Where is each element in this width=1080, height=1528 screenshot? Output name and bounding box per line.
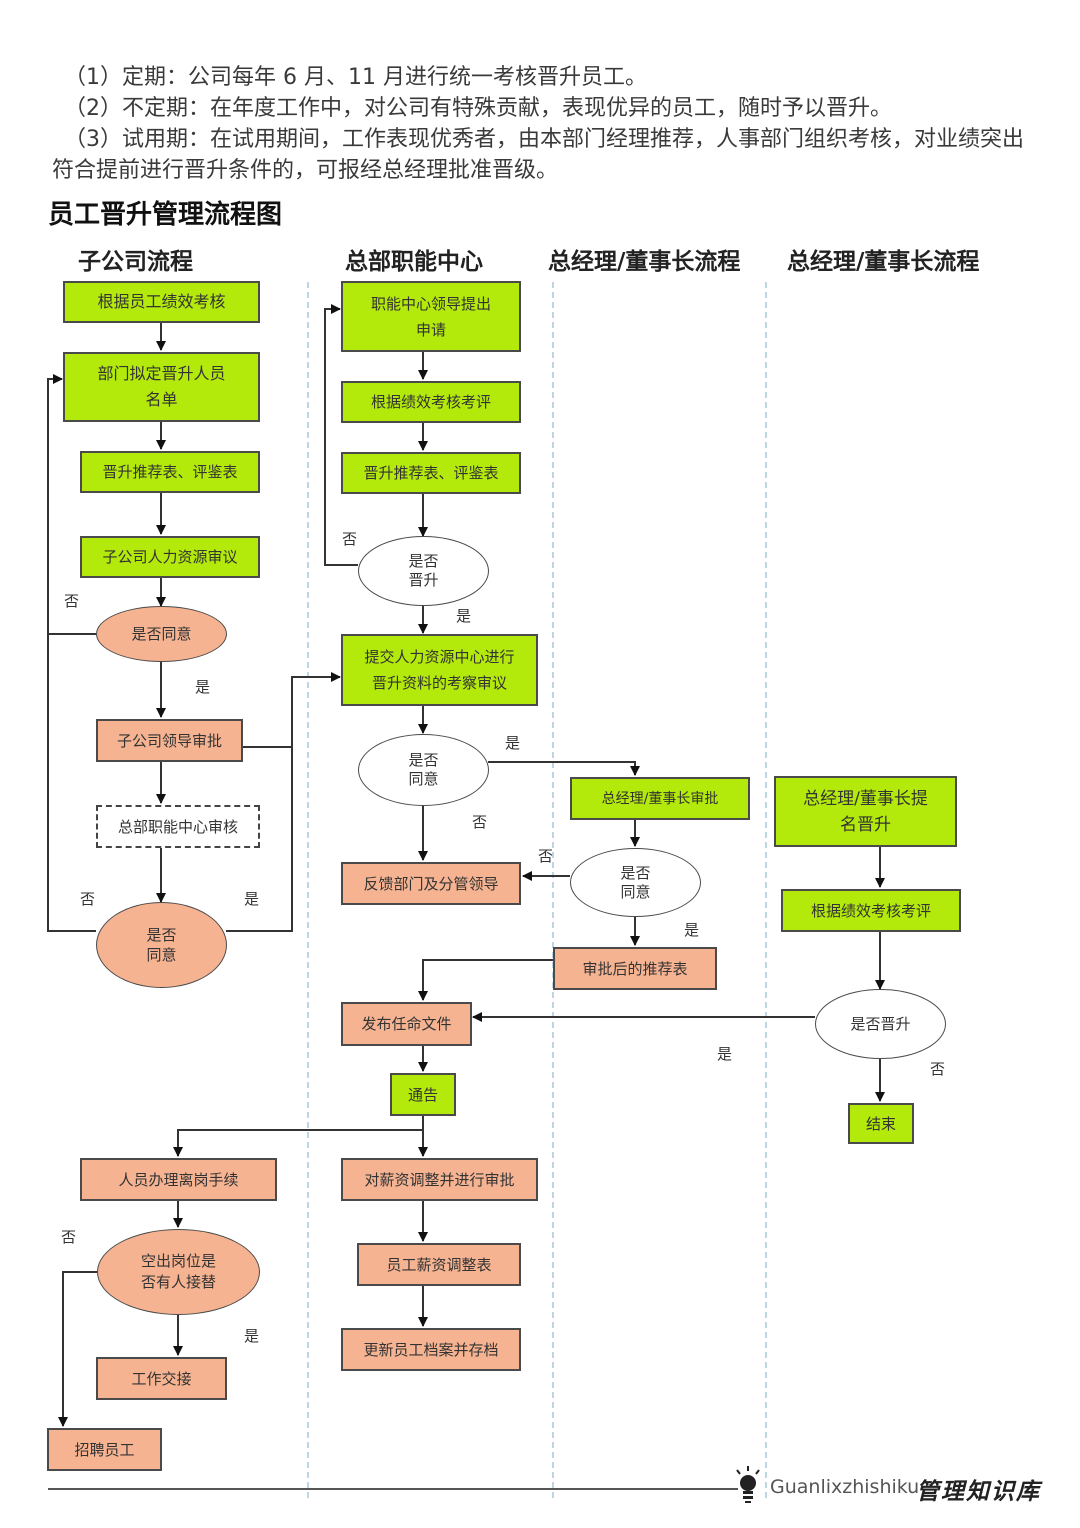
arrow [173,1116,424,1157]
node-recruit: 招聘员工 [47,1428,162,1471]
label-no: 否 [342,530,358,548]
node-subsidiary-leader-approval: 子公司领导审批 [96,719,243,762]
label-yes: 是 [244,1327,260,1345]
intro-text: （1）定期：公司每年 6 月、11 月进行统一考核晋升员工。 （2）不定期：在年… [52,62,1042,186]
node-gm-approval: 总经理/董事长审批 [570,777,750,820]
node-performance-evaluation: 根据绩效考核考评 [341,381,521,423]
lightbulb-icon [736,1466,760,1503]
decision-hr-center-agree: 是否 同意 [358,734,489,806]
label-no: 否 [930,1060,946,1078]
node-end: 结束 [848,1103,914,1144]
yes-to-gm-arrow [488,761,640,776]
loop-no-line [47,634,96,932]
label-yes: 是 [684,921,700,939]
node-announcement: 通告 [390,1073,456,1116]
node-hq-recommendation-form: 晋升推荐表、评鉴表 [341,452,521,494]
lane-title-subsidiary: 子公司流程 [78,249,193,275]
node-performance-review: 根据员工绩效考核 [63,281,260,323]
intro-line-2: （2）不定期：在年度工作中，对公司有特殊贡献，表现优异的员工，随时予以晋升。 [64,96,892,121]
node-leave-procedure: 人员办理离岗手续 [80,1158,277,1201]
decision-gm-agree: 是否 同意 [570,848,701,917]
node-recommendation-form: 晋升推荐表、评鉴表 [80,451,260,493]
node-subsidiary-hr-review: 子公司人力资源审议 [80,536,260,578]
yes-to-hr-arrow [226,672,341,932]
node-approved-recommendation: 审批后的推荐表 [553,947,717,990]
decision-vacancy-replacement: 空出岗位是 否有人接替 [97,1229,260,1315]
label-no: 否 [472,813,488,831]
node-hq-review: 总部职能中心审核 [96,805,260,848]
loop-no-arrow [324,304,358,566]
label-yes: 是 [456,607,472,625]
no-to-recruit-arrow [58,1271,97,1427]
decision-subsidiary-agree: 是否同意 [96,606,227,662]
node-center-leader-request: 职能中心领导提出 申请 [341,281,521,352]
decision-gm-promote: 是否晋升 [815,989,946,1059]
intro-line-3: （3）试用期：在试用期间，工作表现优秀者，由本部门经理推荐，人事部门组织考核，对… [52,127,1025,183]
arrow [418,959,553,1001]
label-yes: 是 [195,678,211,696]
node-submit-hr-center: 提交人力资源中心进行 晋升资料的考察审议 [341,634,538,706]
lane-dividers [307,282,767,1500]
label-yes: 是 [244,890,260,908]
decision-hq-agree: 是否 同意 [96,902,227,988]
label-yes: 是 [505,734,521,752]
lane-title-gm-2: 总经理/董事长流程 [787,249,980,275]
page-title: 员工晋升管理流程图 [48,200,283,230]
label-yes: 是 [717,1045,733,1063]
intro-line-1: （1）定期：公司每年 6 月、11 月进行统一考核晋升员工。 [64,65,647,90]
node-gm-nominate: 总经理/董事长提 名晋升 [774,776,957,847]
node-work-handover: 工作交接 [96,1357,227,1400]
node-draft-promotion-list: 部门拟定晋升人员 名单 [63,352,260,422]
loop-no-arrow [47,374,96,635]
label-no: 否 [64,592,80,610]
footer-brand-cn: 管理知识库 [916,1478,1041,1505]
node-salary-adjust-approval: 对薪资调整并进行审批 [341,1158,538,1201]
node-update-archive: 更新员工档案并存档 [341,1328,521,1371]
lane-title-gm-1: 总经理/董事长流程 [548,249,741,275]
label-no: 否 [538,847,554,865]
node-gm-performance-eval: 根据绩效考核考评 [781,889,961,932]
node-issue-appointment: 发布任命文件 [341,1002,472,1046]
footer-brand: Guanlixzhishiku [770,1476,920,1498]
node-salary-adjust-form: 员工薪资调整表 [357,1243,521,1286]
decision-hq-promote: 是否 晋升 [358,536,489,606]
lane-title-hq: 总部职能中心 [345,249,483,275]
label-no: 否 [61,1228,77,1246]
node-feedback-department: 反馈部门及分管领导 [341,862,521,905]
label-no: 否 [80,890,96,908]
